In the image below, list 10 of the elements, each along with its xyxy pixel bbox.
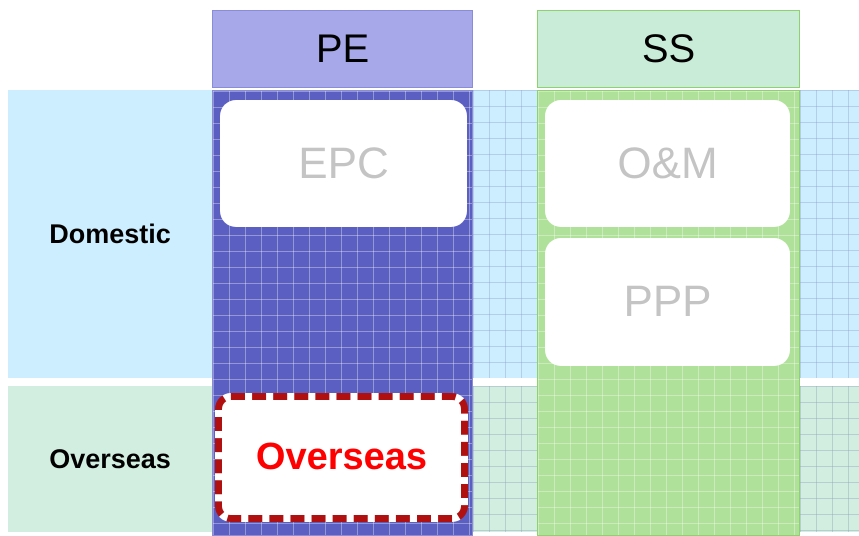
- row-band: Domestic: [8, 90, 212, 378]
- column-header: PE: [212, 10, 473, 88]
- column-band: [537, 10, 800, 536]
- row-band: Overseas: [8, 386, 212, 532]
- item-box: O&M: [545, 100, 790, 227]
- item-box: Overseas: [215, 393, 468, 522]
- column-band: [212, 10, 473, 536]
- item-box: EPC: [220, 100, 467, 227]
- column-header: SS: [537, 10, 800, 88]
- item-box: PPP: [545, 238, 790, 366]
